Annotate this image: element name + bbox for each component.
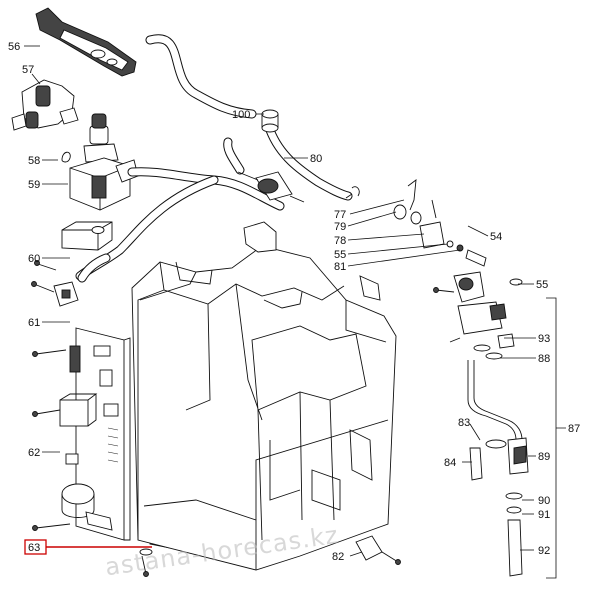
callout-91: 91 [538, 509, 550, 521]
callout-83: 83 [458, 417, 470, 429]
callout-82: 82 [332, 551, 344, 563]
part-56-bracket [35, 7, 137, 77]
part-61-bracket [31, 281, 79, 307]
callout-54: 54 [490, 231, 502, 243]
hoses [75, 34, 353, 283]
main-housing [131, 221, 397, 571]
callout-63: 63 [28, 542, 40, 554]
callout-93: 93 [538, 333, 550, 345]
callout-55-top: 55 [334, 249, 346, 261]
callout-81: 81 [334, 261, 346, 273]
connector-group-top-right [345, 179, 487, 267]
callout-92: 92 [538, 545, 550, 557]
callout-60: 60 [28, 253, 40, 265]
part-58-clip [61, 151, 71, 163]
callout-90: 90 [538, 495, 550, 507]
callout-61: 61 [28, 317, 40, 329]
right-assembly-87 [433, 271, 529, 577]
callout-55-right: 55 [536, 279, 548, 291]
callout-77: 77 [334, 209, 346, 221]
callout-57: 57 [22, 64, 34, 76]
callout-80: 80 [310, 153, 322, 165]
left-screws [32, 260, 149, 577]
highlight-63 [24, 539, 152, 555]
callout-87: 87 [568, 423, 580, 435]
callout-58: 58 [28, 155, 40, 167]
callout-89: 89 [538, 451, 550, 463]
part-82-bracket [355, 535, 401, 565]
callout-84: 84 [444, 457, 456, 469]
callout-62: 62 [28, 447, 40, 459]
part-60-bracket [61, 221, 113, 251]
part-62-control-board [59, 327, 131, 541]
callout-78: 78 [334, 235, 346, 247]
callout-88: 88 [538, 353, 550, 365]
leader-lines [24, 45, 566, 579]
callout-59: 59 [28, 179, 40, 191]
part-57-valve [11, 79, 79, 131]
part-80-flowmeter [237, 171, 305, 203]
part-59-pump [69, 113, 139, 211]
part-100-clamp [261, 109, 279, 133]
callout-79: 79 [334, 221, 346, 233]
callout-56: 56 [8, 41, 20, 53]
callout-100: 100 [232, 109, 250, 121]
